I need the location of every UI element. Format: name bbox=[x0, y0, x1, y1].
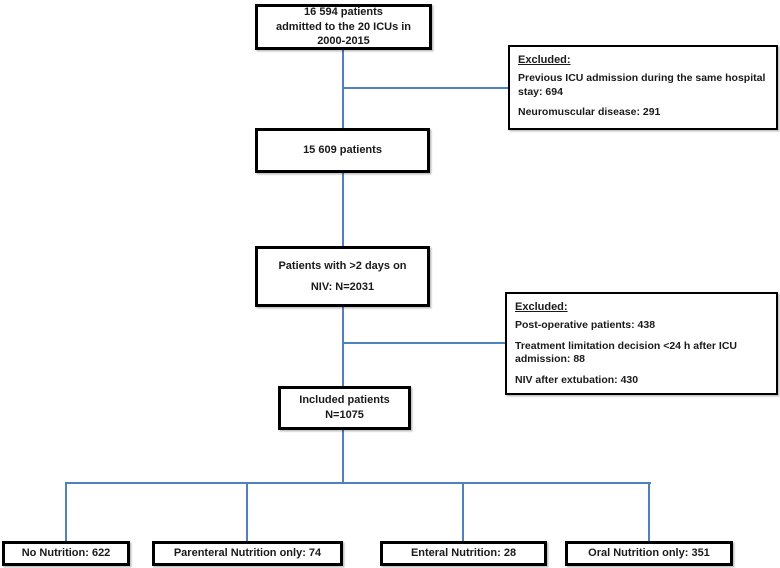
flow-box-remaining-patients-text: 15 609 patients bbox=[303, 144, 382, 157]
branch-drop-parenteral bbox=[246, 482, 248, 541]
excluded-box-2: Excluded: Post-operative patients: 438 T… bbox=[505, 292, 778, 395]
flow-box-niv-patients: Patients with >2 days on NIV: N=2031 bbox=[255, 246, 430, 307]
branch-drop-enteral bbox=[462, 482, 464, 541]
flow-box-remaining-patients: 15 609 patients bbox=[255, 128, 430, 173]
excluded1-connector-line bbox=[343, 87, 509, 89]
excluded-box-1: Excluded: Previous ICU admission during … bbox=[508, 45, 778, 130]
outcome-box-enteral-nutrition-text: Enteral Nutrition: 28 bbox=[410, 547, 517, 560]
excluded-box-1-title: Excluded: bbox=[518, 54, 571, 66]
outcome-box-oral-nutrition-text: Oral Nutrition only: 351 bbox=[588, 547, 710, 560]
excluded-box-2-item: Post-operative patients: 438 bbox=[515, 319, 656, 331]
flow-box-included-patients-text: Included patients N=1075 bbox=[299, 394, 390, 421]
outcome-box-oral-nutrition: Oral Nutrition only: 351 bbox=[565, 541, 733, 566]
branch-drop-no-nutrition bbox=[65, 482, 67, 541]
excluded-box-2-item: NIV after extubation: 430 bbox=[515, 373, 639, 386]
excluded-box-2-item: Treatment limitation decision <24 h afte… bbox=[515, 339, 738, 366]
outcome-box-enteral-nutrition: Enteral Nutrition: 28 bbox=[380, 541, 547, 566]
outcome-box-no-nutrition: No Nutrition: 622 bbox=[2, 541, 130, 566]
flow-box-included-patients: Included patients N=1075 bbox=[278, 386, 411, 430]
flow-box-total-patients: 16 594 patients admitted to the 20 ICUs … bbox=[255, 4, 432, 50]
excluded-box-2-title: Excluded: bbox=[515, 301, 568, 313]
flow-box-total-patients-text: 16 594 patients admitted to the 20 ICUs … bbox=[275, 5, 412, 48]
excluded-box-1-item: Neuromuscular disease: 291 bbox=[518, 106, 661, 119]
excluded-box-1-item: Previous ICU admission during the same h… bbox=[518, 72, 766, 98]
outcome-box-parenteral-nutrition-text: Parenteral Nutrition only: 74 bbox=[173, 547, 322, 560]
flow-box-niv-patients-text: Patients with >2 days on NIV: N=2031 bbox=[278, 259, 407, 293]
branch-rail-line bbox=[65, 482, 651, 484]
excluded2-connector-line bbox=[343, 342, 506, 344]
outcome-box-no-nutrition-text: No Nutrition: 622 bbox=[21, 547, 111, 560]
branch-drop-oral bbox=[648, 482, 650, 541]
outcome-box-parenteral-nutrition: Parenteral Nutrition only: 74 bbox=[152, 541, 343, 566]
